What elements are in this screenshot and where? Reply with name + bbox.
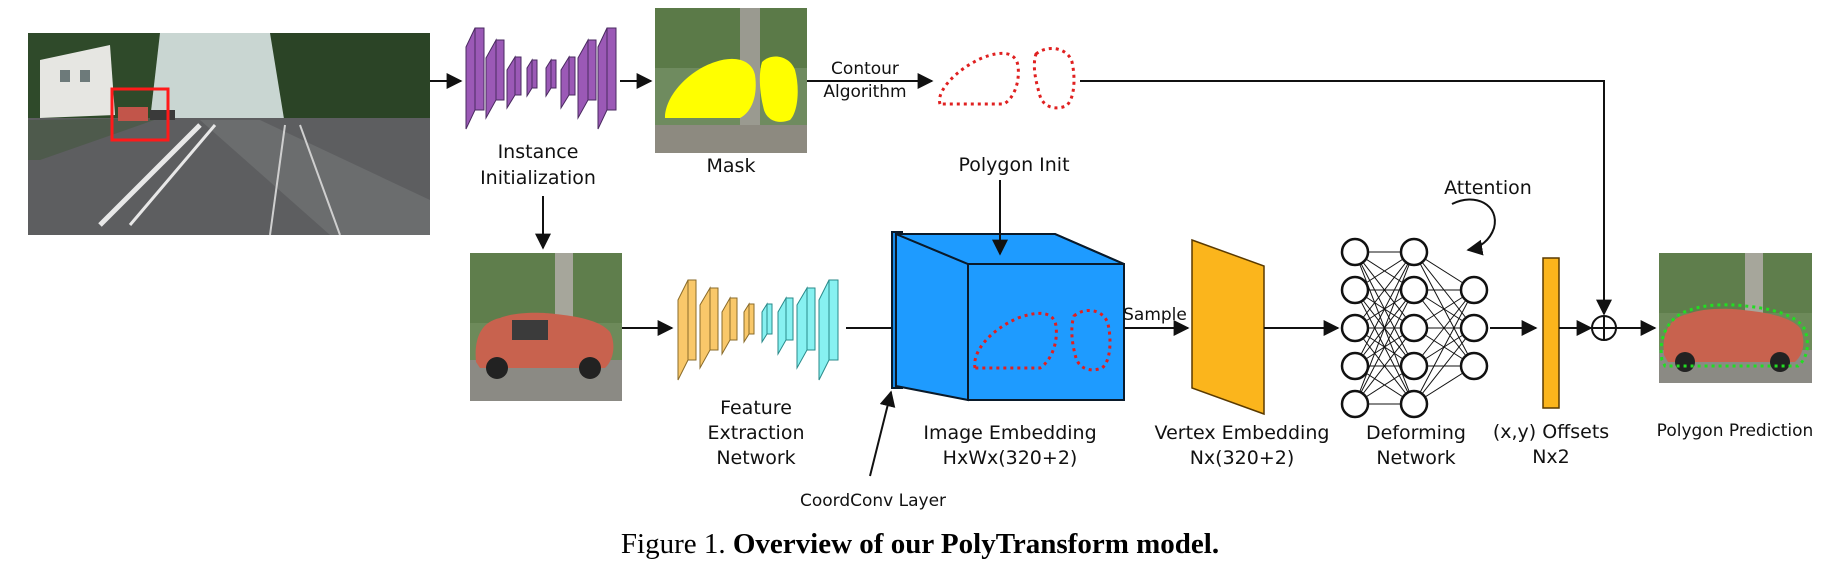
vertex-embedding-label-line2: Nx(320+2): [1190, 447, 1295, 469]
network-node: [1340, 275, 1370, 305]
mask-image: [655, 8, 807, 153]
instance-initialization-network: [465, 27, 617, 130]
instance-init-label-line1: Instance: [498, 141, 579, 163]
deforming-label-line1: Deforming: [1366, 422, 1466, 444]
cropped-car-image: [470, 253, 622, 401]
image-embedding-label-line2: HxWx(320+2): [943, 447, 1078, 469]
instance-init-label-line2: Initialization: [480, 167, 596, 189]
initial-contour: [938, 46, 1076, 110]
coordconv-label: CoordConv Layer: [800, 491, 946, 511]
offsets-label-line1: (x,y) Offsets: [1493, 421, 1609, 443]
polygon-init-label: Polygon Init: [958, 154, 1069, 176]
image-embedding-cube: [891, 231, 1125, 402]
caption-prefix: Figure 1.: [621, 528, 726, 560]
network-node: [1459, 275, 1489, 305]
network-node: [1340, 351, 1370, 381]
network-node: [1399, 351, 1429, 381]
polygon-prediction-image: [1659, 253, 1812, 383]
offset-bar: [1542, 257, 1560, 409]
attention-label: Attention: [1444, 177, 1532, 199]
sample-label: Sample: [1123, 305, 1187, 325]
network-edge: [1413, 327, 1475, 405]
network-node: [1459, 351, 1489, 381]
image-embedding-label-line1: Image Embedding: [923, 422, 1096, 444]
network-edge: [1354, 251, 1415, 329]
attention-arrow: [1451, 198, 1496, 256]
network-edge: [1413, 289, 1475, 367]
network-node: [1399, 237, 1429, 267]
sum-node: [1591, 315, 1617, 341]
network-node: [1340, 313, 1370, 343]
caption-title: Overview of our PolyTransform model.: [733, 528, 1219, 560]
mask-label: Mask: [707, 155, 756, 177]
contour-label-line1: Contour: [831, 59, 899, 79]
network-node: [1340, 237, 1370, 267]
deforming-network: [1340, 237, 1489, 419]
network-node: [1399, 313, 1429, 343]
figure-caption: Figure 1. Overview of our PolyTransform …: [621, 528, 1219, 560]
feature-label-line1: Feature: [720, 397, 792, 419]
arrow-coordconv: [869, 390, 896, 477]
arrow-contour-to-sum: [1080, 80, 1612, 316]
vertex-embedding-label-line1: Vertex Embedding: [1155, 422, 1330, 444]
network-edge: [1354, 251, 1415, 367]
network-node: [1459, 313, 1489, 343]
offsets-label-line2: Nx2: [1532, 446, 1570, 468]
deforming-label-line2: Network: [1376, 447, 1455, 469]
feature-label-line2: Extraction: [708, 422, 805, 444]
network-edge: [1354, 251, 1415, 405]
feature-extraction-network: [677, 279, 839, 381]
network-node: [1399, 275, 1429, 305]
embedded-contour: [973, 308, 1112, 372]
polygon-prediction-label: Polygon Prediction: [1657, 421, 1814, 441]
network-edge: [1354, 289, 1415, 405]
contour-label-line2: Algorithm: [823, 82, 906, 102]
vertex-embedding: [1191, 238, 1265, 416]
network-edge: [1354, 327, 1415, 405]
network-node: [1399, 389, 1429, 419]
network-edge: [1413, 289, 1475, 405]
feature-label-line3: Network: [716, 447, 795, 469]
street-scene-image: [28, 33, 430, 235]
network-node: [1340, 389, 1370, 419]
